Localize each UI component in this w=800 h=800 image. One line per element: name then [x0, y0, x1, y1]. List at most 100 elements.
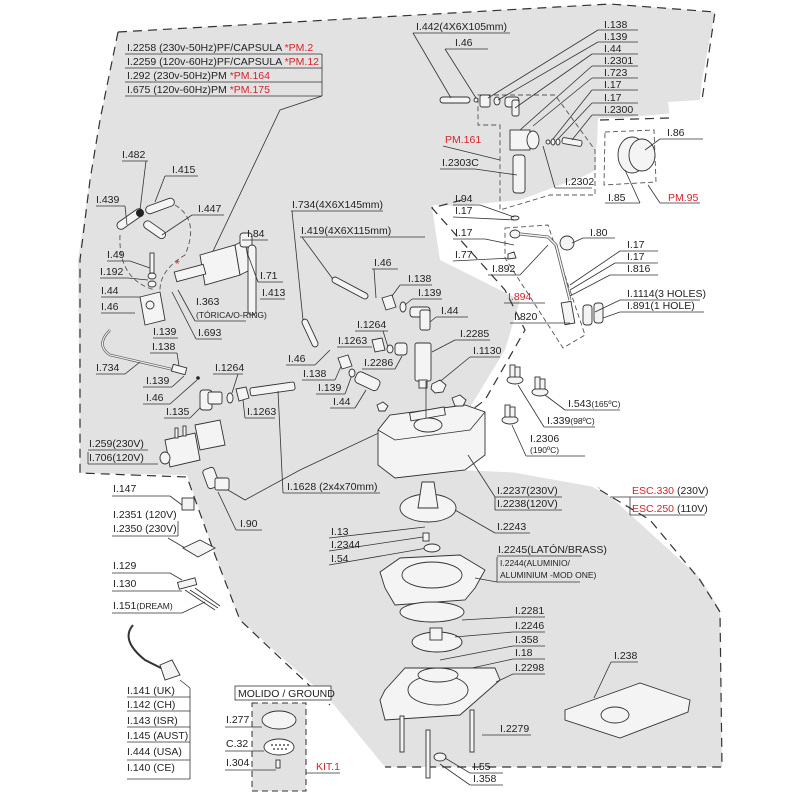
washer-part — [147, 272, 157, 280]
part-label: I.49 — [107, 249, 125, 261]
wires-part — [184, 587, 221, 611]
part-label: I.2245(LATÓN/BRASS) — [498, 543, 607, 556]
header-code: I.2259 (120v-60Hz)PF/CAPSULA *PM.12 — [127, 56, 319, 68]
cord-label: I.444 (USA) — [127, 746, 182, 758]
part-label: I.363 — [196, 296, 220, 308]
part-label: I.277 — [226, 714, 250, 726]
part-label: I.1628 (2x4x70mm) — [287, 481, 377, 493]
part-label: I.413 — [262, 287, 286, 299]
part-label: I.734(4X6X145mm) — [292, 199, 383, 211]
part-label: I.816 — [627, 263, 651, 275]
part-label: C.32 — [226, 738, 248, 750]
tube-part — [249, 381, 296, 397]
screw-part — [399, 715, 405, 753]
solenoid-coil-part — [509, 129, 540, 151]
pin-part — [149, 252, 155, 274]
solenoid-valve-part — [159, 419, 226, 468]
washer-part — [147, 280, 157, 288]
circuit-board-part — [182, 539, 216, 558]
pump-part — [173, 232, 257, 316]
power-cord-part — [127, 624, 166, 671]
part-label: I.44 — [604, 43, 622, 55]
nozzle-part — [582, 304, 593, 326]
nut-part — [381, 294, 397, 311]
part-label: I.80 — [590, 227, 608, 239]
part-label: I.358 — [473, 773, 497, 785]
power-cords-list: I.141 (UK) I.142 (CH) I.143 (ISR) I.145 … — [127, 679, 191, 780]
steam-group: I.94 I.17 I.17 I.77 I.892 I.80 I.17 I.17… — [452, 193, 706, 349]
chassis-plate-part — [564, 682, 691, 739]
kit-label: ESC.250 (110V) — [632, 503, 708, 515]
ring-part — [550, 138, 556, 146]
part-label: I.71 — [260, 270, 278, 282]
cord-label: I.143 (ISR) — [127, 715, 178, 727]
base-plate-part — [379, 667, 501, 721]
marker-asterisk: * — [175, 257, 180, 271]
tip-part — [560, 300, 576, 326]
nut-part — [170, 363, 188, 376]
part-label: I.46 — [146, 392, 164, 404]
knob-cap-part — [628, 138, 656, 172]
part-label: I.77 — [455, 249, 473, 261]
part-label: I.17 — [604, 79, 622, 91]
valve-body-part — [512, 154, 526, 194]
capacitor-part — [181, 497, 195, 511]
part-label: I.259(230V) — [89, 438, 144, 450]
knob-cutout-border — [599, 117, 671, 121]
kit-label: PM.161 — [445, 134, 481, 146]
part-label: I.139 — [146, 375, 170, 387]
part-label: I.138 — [152, 341, 176, 353]
thermostat-temp: (190ºC) — [530, 445, 559, 455]
screw-part — [469, 709, 475, 753]
bracket-part — [139, 291, 166, 326]
pump-group: I.482 I.415 I.439 I.447 I.84 I.49 I.192 … — [96, 149, 286, 380]
part-label: I.2300 — [604, 104, 633, 116]
part-label: I.84 — [247, 228, 265, 240]
part-label: I.139 — [318, 382, 342, 394]
part-label: I.1263 — [338, 335, 367, 347]
screw-part — [425, 729, 431, 779]
panel-border — [117, 3, 716, 101]
part-label: I.139 — [604, 31, 628, 43]
kit-outline — [603, 129, 657, 186]
header-block: I.2258 (230v-50Hz)PF/CAPSULA *PM.2 I.225… — [125, 42, 323, 269]
tube-part — [301, 318, 319, 348]
part-label: I.304 — [226, 757, 250, 769]
plug-part — [159, 659, 181, 681]
part-label: I.2302 — [565, 176, 594, 188]
boiler-part — [376, 394, 486, 479]
ring-part — [473, 97, 479, 103]
part-label: I.2244(ALUMINIO/ — [500, 558, 571, 568]
tube-group: I.138 I.734 I.139 I.46 I.135 I.1264 I.12… — [87, 341, 386, 531]
thermostat-label: I.2306 — [530, 433, 559, 445]
part-label: I.135 — [166, 406, 190, 418]
screw-part — [275, 759, 281, 769]
part-label: I.17 — [604, 92, 622, 104]
knob-group: I.86 I.85 PM.95 — [603, 127, 703, 204]
part-label: I.482 — [122, 149, 146, 161]
mesh-holes — [271, 744, 289, 750]
elbow-fitting-part — [409, 306, 431, 331]
header-code: I.2258 (230v-50Hz)PF/CAPSULA *PM.2 — [127, 42, 313, 54]
part-label: I.90 — [240, 518, 258, 530]
part-label: I.2246 — [515, 620, 544, 632]
kit-label: PM.95 — [668, 192, 699, 204]
part-label: I.415 — [172, 164, 196, 176]
part-label: I.2350 (230V) — [113, 523, 177, 535]
hose-path — [119, 234, 156, 291]
thermostat-label: I.543(165ºC) — [568, 398, 621, 410]
part-label: I.442(4X6X105mm) — [416, 21, 507, 33]
part-label: I.130 — [113, 578, 137, 590]
part-label: I.139 — [418, 287, 442, 299]
part-label: I.17 — [627, 251, 645, 263]
ring-part — [386, 344, 394, 354]
part-label: I.2303C — [442, 157, 479, 169]
thermostat-part — [506, 364, 524, 385]
filter-screen-part — [433, 752, 447, 762]
part-label: I.192 — [100, 266, 124, 278]
screw-part — [507, 251, 517, 260]
part-label: I.86 — [667, 127, 685, 139]
mesh-screen-part — [263, 738, 295, 756]
part-label: I.2237(230V) — [497, 485, 558, 497]
part-label: I.1264 — [357, 319, 386, 331]
